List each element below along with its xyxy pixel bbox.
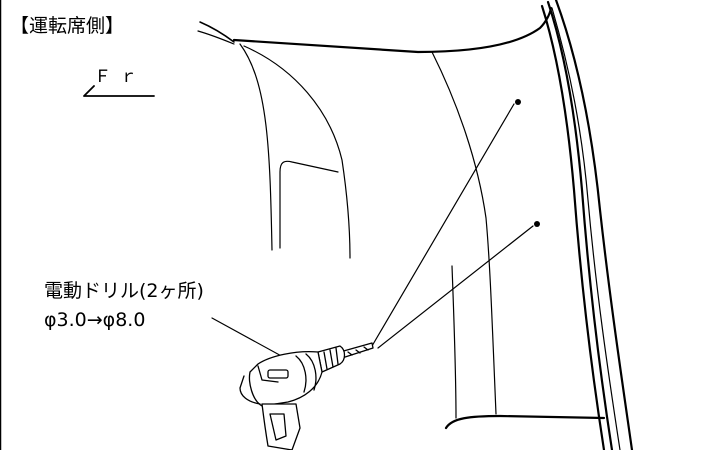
lower-sill-line xyxy=(444,414,606,430)
driver-side-label: 【運転席側】 xyxy=(10,15,125,37)
drill-tool-label: 電動ドリル(2ヶ所) xyxy=(44,280,204,302)
electric-drill-icon xyxy=(239,342,374,450)
window-corner xyxy=(279,160,339,249)
front-direction-arrow-icon xyxy=(83,85,155,97)
body-edge-line-2 xyxy=(546,0,614,450)
roof-main-edge xyxy=(232,6,553,54)
panel-lower-line xyxy=(451,265,457,419)
body-edge-line-1 xyxy=(540,4,606,450)
roof-edge-line-upper xyxy=(197,30,235,45)
leader-line-lower xyxy=(377,225,534,349)
leader-line-upper xyxy=(371,103,515,347)
pillar-line-outer xyxy=(239,43,273,251)
body-edge-line-3 xyxy=(554,0,634,450)
pillar-line-middle xyxy=(243,45,351,259)
roof-edge-line xyxy=(199,21,235,43)
drill-hole-mark-lower xyxy=(534,221,540,227)
drill-size-spec-label: φ3.0→φ8.0 xyxy=(44,309,146,331)
body-edge-line-4 xyxy=(551,7,621,450)
panel-crease-line xyxy=(431,51,497,415)
drill-hole-mark-upper xyxy=(515,99,521,105)
front-direction-label: Ｆｒ xyxy=(94,67,146,87)
